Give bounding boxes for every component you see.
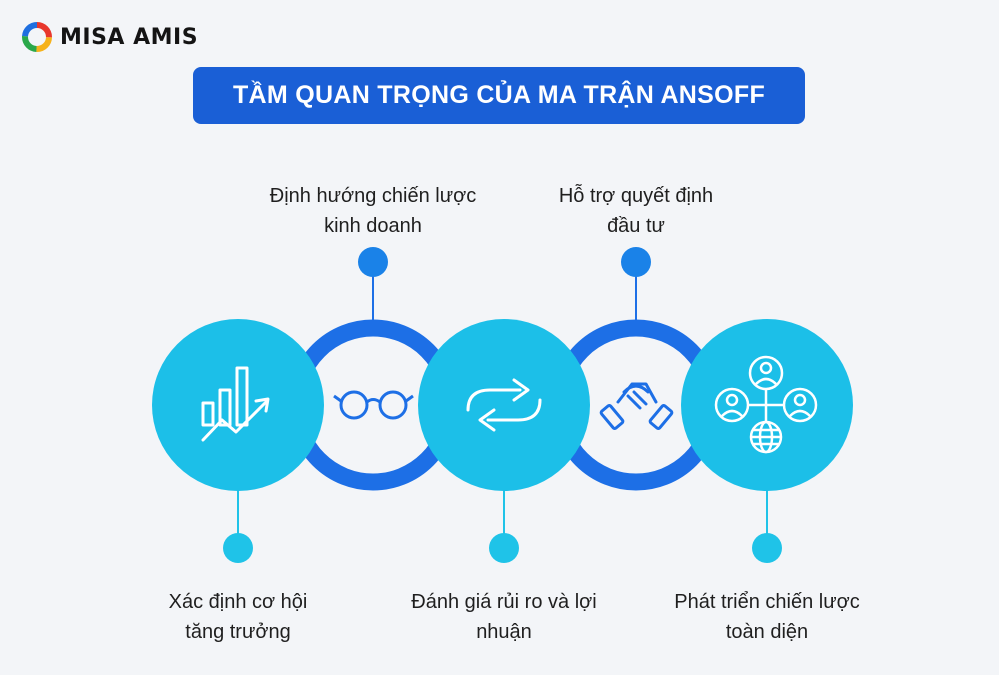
dot-top-1	[358, 247, 388, 277]
dot-bottom-3	[752, 533, 782, 563]
glasses-icon	[333, 390, 414, 420]
refresh-arrows-icon	[466, 378, 542, 432]
dot-top-2	[621, 247, 651, 277]
label-growth-opportunity: Xác định cơ hội tăng trưởng	[108, 587, 368, 647]
label-investment-decision: Hỗ trợ quyết định đầu tư	[506, 181, 766, 241]
label-risk-profit: Đánh giá rủi ro và lợi nhuận	[374, 587, 634, 647]
network-globe-icon	[714, 355, 818, 454]
label-line: Xác định cơ hội	[168, 591, 308, 613]
label-line: đầu tư	[607, 215, 665, 237]
label-comprehensive-strategy: Phát triển chiến lược toàn diện	[637, 587, 897, 647]
label-line: Đánh giá rủi ro và lợi	[411, 591, 597, 613]
misa-logo-icon	[22, 22, 52, 52]
dot-bottom-1	[223, 533, 253, 563]
page-title: TẦM QUAN TRỌNG CỦA MA TRẬN ANSOFF	[193, 67, 805, 124]
label-line: Định hướng chiến lược	[269, 185, 477, 207]
brand-logo: MISA AMIS	[22, 22, 198, 52]
label-business-orientation: Định hướng chiến lược kinh doanh	[243, 181, 503, 241]
label-line: tăng trưởng	[185, 621, 291, 643]
dot-bottom-2	[489, 533, 519, 563]
growth-chart-icon	[201, 366, 270, 442]
brand-name: MISA AMIS	[60, 24, 199, 50]
label-line: Phát triển chiến lược	[674, 591, 860, 613]
label-line: nhuận	[476, 621, 532, 643]
label-line: kinh doanh	[324, 215, 422, 237]
label-line: toàn diện	[725, 621, 809, 643]
handshake-icon	[599, 382, 674, 430]
circle-risk	[418, 319, 590, 491]
label-line: Hỗ trợ quyết định	[558, 185, 714, 207]
